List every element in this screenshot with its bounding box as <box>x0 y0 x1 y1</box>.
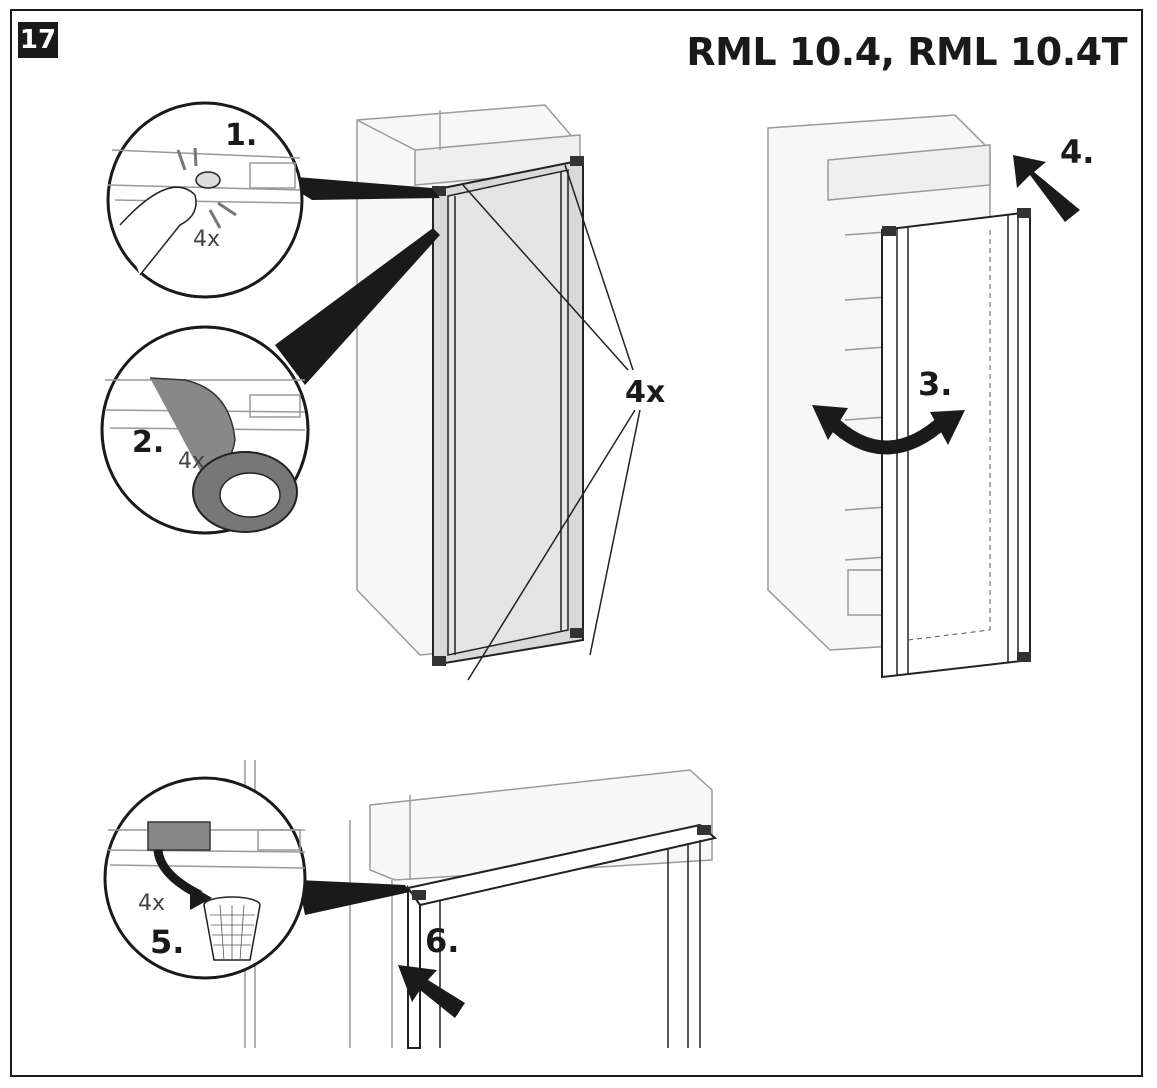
detail-circle-5 <box>103 776 307 980</box>
figure-frame <box>10 9 1143 1077</box>
detail-2-count: 4x <box>178 449 205 474</box>
step-5-label: 5. <box>150 923 184 961</box>
step-6-label: 6. <box>425 922 459 960</box>
zoom-wedge-5 <box>298 880 410 915</box>
main-count-label: 4x <box>625 375 665 410</box>
rotate-arrow-3 <box>812 405 965 455</box>
waste-basket-icon <box>203 896 261 961</box>
detail-5-count: 4x <box>138 891 165 916</box>
step-2-label: 2. <box>132 425 164 460</box>
push-arrow-6 <box>398 965 465 1018</box>
zoom-wedge-2 <box>275 228 440 385</box>
step-4-label: 4. <box>1060 133 1094 171</box>
zoom-wedge-1 <box>272 175 440 200</box>
step-1-label: 1. <box>225 118 257 153</box>
model-title: RML 10.4, RML 10.4T <box>686 30 1127 74</box>
push-arrow-4 <box>1013 155 1080 222</box>
mounted-door <box>881 208 1031 679</box>
step-number-badge: 17 <box>18 22 58 58</box>
detail-circle-2 <box>100 325 310 535</box>
detail-circle-1 <box>106 101 304 299</box>
hinge-leader-lines <box>462 164 641 681</box>
step-3-label: 3. <box>918 365 952 403</box>
door-panel <box>432 156 584 667</box>
detail-1-count: 4x <box>193 227 220 252</box>
